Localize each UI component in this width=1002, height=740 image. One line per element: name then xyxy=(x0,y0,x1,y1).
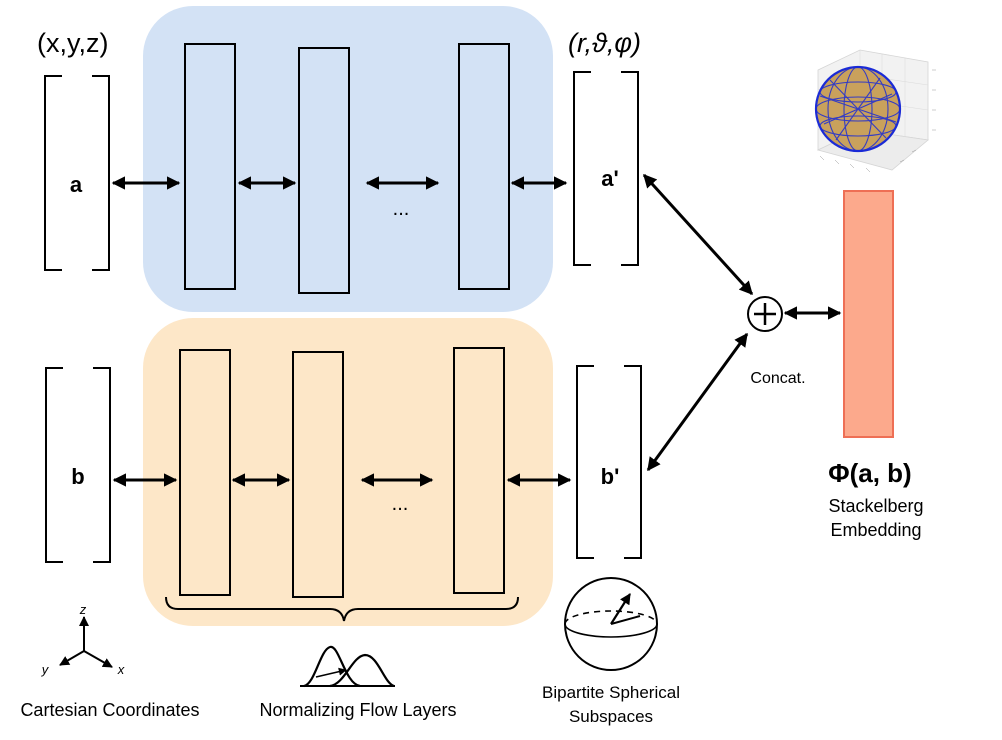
top-ellipsis: ... xyxy=(393,198,410,220)
vector-b-prime-label: b' xyxy=(601,464,620,489)
concat-arrows xyxy=(642,173,842,472)
distribution-icon xyxy=(300,645,395,688)
axis-x-label: x xyxy=(117,662,125,677)
embedding-symbol-label: Φ(a, b) xyxy=(828,458,911,488)
top-flow-layer-2 xyxy=(298,47,350,294)
top-flow-layer-3 xyxy=(458,43,510,290)
bottom-ellipsis: ... xyxy=(392,493,409,515)
vector-a-prime-bracket xyxy=(573,71,639,266)
axis-z-label: z xyxy=(79,602,87,617)
embedding-caption-line2: Embedding xyxy=(830,520,921,540)
spherical-caption-line2: Subspaces xyxy=(569,707,653,726)
concat-label: Concat. xyxy=(750,370,805,387)
bipartite-sphere-icon xyxy=(564,577,658,671)
spherical-caption-line1: Bipartite Spherical xyxy=(542,683,680,702)
bottom-flow-layer-3 xyxy=(453,347,505,594)
cartesian-caption: Cartesian Coordinates xyxy=(20,700,199,720)
arrow-b-prime-to-concat xyxy=(646,332,749,472)
vector-b-prime-bracket xyxy=(576,365,642,559)
vector-b-bracket xyxy=(45,367,111,563)
axis-y-label: y xyxy=(41,662,50,677)
vector-a-prime-label: a' xyxy=(601,166,618,191)
input-coordinate-label: (x,y,z) xyxy=(37,28,108,58)
vector-a-bracket xyxy=(44,75,110,271)
top-flow-layer-1 xyxy=(184,43,236,290)
vector-b-label: b xyxy=(71,464,84,489)
arrow-a-prime-to-concat xyxy=(642,173,754,296)
bottom-flow-layer-2 xyxy=(292,351,344,598)
top-flow-layers xyxy=(184,43,510,294)
bottom-flow-layers xyxy=(179,347,505,598)
bottom-flow-panel xyxy=(143,318,553,626)
embedding-bar xyxy=(843,190,894,438)
embedding-caption-line1: Stackelberg xyxy=(828,496,923,516)
flow-layers-brace xyxy=(165,596,519,622)
bottom-flow-layer-1 xyxy=(179,349,231,596)
cartesian-axes-icon xyxy=(59,616,113,668)
sphere-plot-icon xyxy=(814,49,936,173)
output-coordinate-label: (r,ϑ,φ) xyxy=(568,28,641,58)
vector-a-label: a xyxy=(70,172,83,197)
concat-operator-icon xyxy=(747,296,783,332)
flow-caption: Normalizing Flow Layers xyxy=(259,700,456,720)
